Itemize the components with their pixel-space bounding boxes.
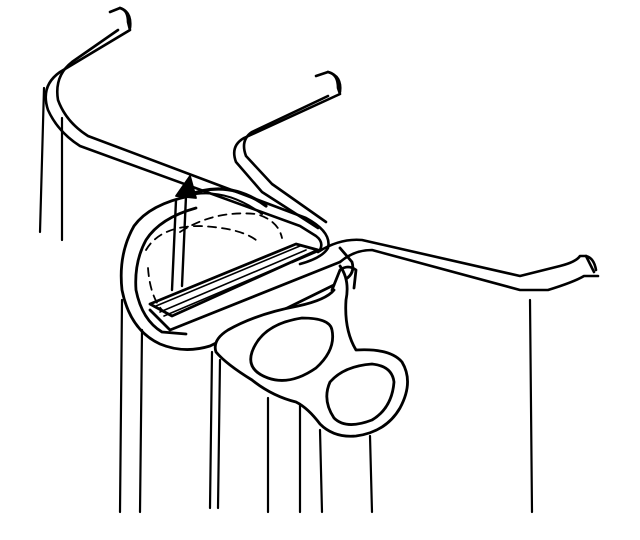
upper-notch-outline [232,70,342,230]
body-panel-lines [118,298,374,514]
curved-arrow-icon [175,175,268,215]
right-flange-outline [316,238,600,292]
left-panel-lines [38,86,64,242]
seal-profile [213,264,409,438]
door-flange-outline [44,6,330,266]
right-panel-lines [528,298,534,514]
vertical-lip [170,194,188,292]
